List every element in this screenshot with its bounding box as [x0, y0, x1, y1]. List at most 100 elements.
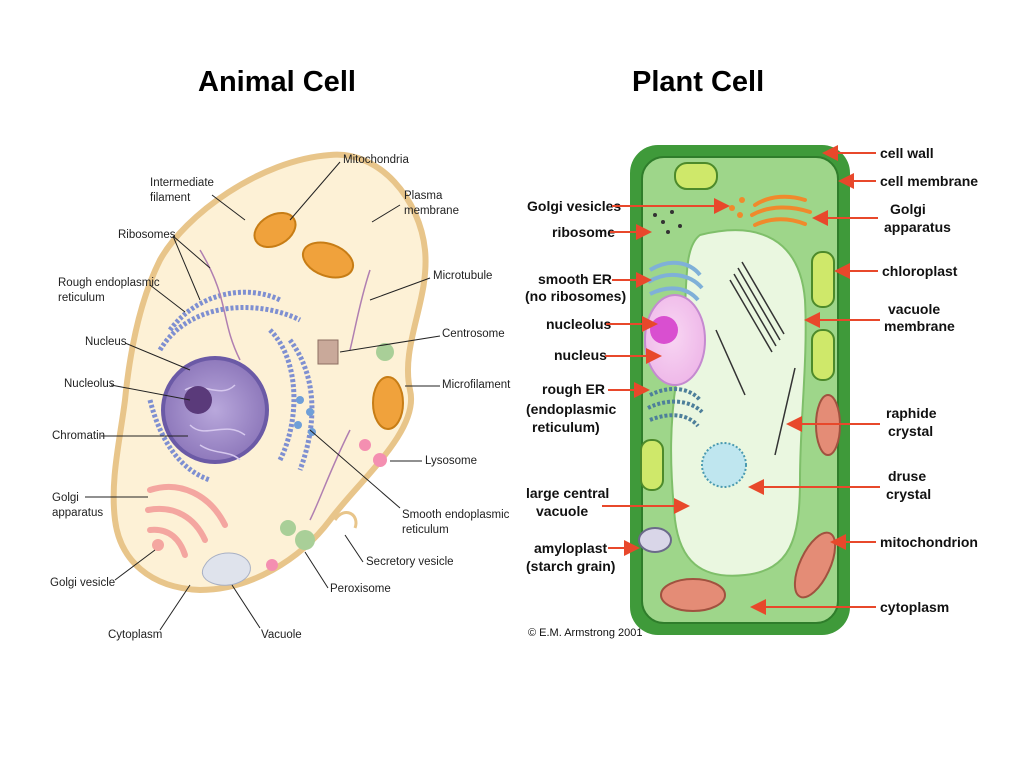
label-vacuole-membrane-2: membrane	[884, 318, 955, 334]
label-raphide-1: raphide	[886, 405, 937, 421]
plant-nucleus-shape	[644, 294, 706, 386]
amyloplast-shape	[638, 527, 672, 553]
label-cell-membrane: cell membrane	[880, 173, 978, 189]
label-plant-smooth-er-1: smooth ER	[538, 271, 612, 287]
label-smooth-er-2: reticulum	[402, 524, 449, 536]
label-druse-2: crystal	[886, 486, 931, 502]
label-golgi-2: apparatus	[52, 507, 103, 519]
chromatin-shape	[184, 384, 246, 461]
leader-nucleus	[124, 342, 191, 371]
leader-peroxisome	[304, 551, 329, 589]
label-golgi-vesicle: Golgi vesicle	[50, 577, 115, 589]
label-plant-rough-er-2: (endoplasmic	[526, 401, 616, 417]
plant-nucleolus-shape	[650, 316, 678, 344]
chloroplast-shapes	[640, 162, 835, 491]
label-amyloplast-2: (starch grain)	[526, 558, 615, 574]
label-nucleus: Nucleus	[85, 336, 127, 348]
plant-labels: cell wall cell membrane Golgi vesicles G…	[525, 145, 978, 639]
label-cytoplasm: Cytoplasm	[108, 629, 162, 641]
label-vacuole: Vacuole	[261, 629, 302, 641]
label-large-vacuole-1: large central	[526, 485, 609, 501]
label-raphide-2: crystal	[888, 423, 933, 439]
leader-microtubule	[369, 277, 431, 301]
label-lysosome: Lysosome	[425, 455, 477, 467]
leader-ribosomes-1	[172, 235, 211, 269]
rough-er-shape	[147, 289, 315, 483]
label-golgi-1: Golgi	[52, 492, 79, 504]
label-plasma-membrane-1: Plasma	[404, 190, 443, 202]
peroxisome-shape-2	[280, 520, 296, 536]
secretory-vesicle-shape	[333, 511, 358, 529]
leader-plasma	[371, 204, 401, 223]
label-intermediate-filament-2: filament	[150, 192, 191, 204]
label-chromatin: Chromatin	[52, 430, 105, 442]
leader-golgi-vesicle	[114, 549, 156, 581]
label-amyloplast-1: amyloplast	[534, 540, 607, 556]
lysosome-shape-2	[359, 439, 371, 451]
smooth-er-shape	[294, 396, 316, 436]
label-mitochondrion: mitochondrion	[880, 534, 978, 550]
animal-cell: Mitochondria Intermediate filament Plasm…	[50, 151, 511, 641]
label-plant-golgi-2: apparatus	[884, 219, 951, 235]
label-large-vacuole-2: vacuole	[536, 503, 588, 519]
plant-rough-er-shape	[647, 387, 704, 428]
label-plant-rough-er-3: reticulum)	[532, 419, 600, 435]
plant-golgi-shape	[750, 194, 812, 227]
label-plasma-membrane-2: membrane	[404, 205, 459, 217]
label-plant-smooth-er-2: (no ribosomes)	[525, 288, 626, 304]
label-plant-rough-er-1: rough ER	[542, 381, 605, 397]
golgi-vesicles-shape	[729, 197, 745, 218]
leader-nucleolus	[110, 384, 191, 401]
animal-cell-title: Animal Cell	[198, 66, 356, 98]
label-ribosomes: Ribosomes	[118, 229, 176, 241]
label-plant-cytoplasm: cytoplasm	[880, 599, 949, 615]
label-rough-er-1: Rough endoplasmic	[58, 277, 160, 289]
plant-cell: cell wall cell membrane Golgi vesicles G…	[525, 145, 978, 639]
vacuole-shape	[201, 552, 251, 586]
label-secretory-vesicle: Secretory vesicle	[366, 556, 454, 568]
plant-cell-title: Plant Cell	[632, 66, 765, 98]
lysosome-shape-1	[376, 343, 394, 361]
label-nucleolus: Nucleolus	[64, 378, 115, 390]
filaments-shape	[199, 249, 371, 521]
label-intermediate-filament-1: Intermediate	[150, 177, 214, 189]
golgi-vesicle-shape	[152, 539, 164, 551]
label-chloroplast: chloroplast	[882, 263, 958, 279]
animal-labels: Mitochondria Intermediate filament Plasm…	[50, 154, 511, 641]
label-microfilament: Microfilament	[442, 379, 511, 391]
label-plant-golgi-1: Golgi	[890, 201, 926, 217]
credit-text: © E.M. Armstrong 2001	[528, 627, 643, 639]
label-cell-wall: cell wall	[880, 145, 934, 161]
label-vacuole-membrane-1: vacuole	[888, 301, 940, 317]
label-druse-1: druse	[888, 468, 926, 484]
peroxisome-shape-3	[266, 559, 278, 571]
label-ribosome: ribosome	[552, 224, 615, 240]
label-centrosome: Centrosome	[442, 328, 505, 340]
peroxisome-shape	[295, 530, 315, 550]
ribosome-dots	[653, 210, 682, 234]
label-rough-er-2: reticulum	[58, 292, 105, 304]
leader-mitochondria	[289, 161, 341, 221]
smooth-er-shape-plant	[646, 260, 704, 302]
leader-intermediate	[211, 194, 246, 221]
lysosome-shape	[373, 453, 387, 467]
label-plant-nucleus: nucleus	[554, 347, 607, 363]
label-peroxisome: Peroxisome	[330, 583, 391, 595]
label-golgi-vesicles: Golgi vesicles	[527, 198, 621, 214]
mitochondria-shapes	[253, 211, 404, 430]
centrosome-shape	[317, 339, 339, 365]
label-smooth-er-1: Smooth endoplasmic	[402, 509, 510, 521]
golgi-shape	[145, 483, 228, 558]
leader-ribosomes-2	[172, 235, 201, 301]
label-microtubule: Microtubule	[433, 270, 492, 282]
leader-smooth-er	[309, 429, 401, 509]
leader-secretory	[344, 534, 364, 563]
leader-centrosome	[339, 335, 441, 353]
nucleus-shape	[161, 356, 269, 464]
label-mitochondria: Mitochondria	[343, 154, 409, 166]
leader-vacuole	[231, 584, 261, 629]
druse-crystal-shape	[701, 442, 747, 488]
label-plant-nucleolus: nucleolus	[546, 316, 612, 332]
raphide-crystal-shape	[715, 261, 796, 456]
